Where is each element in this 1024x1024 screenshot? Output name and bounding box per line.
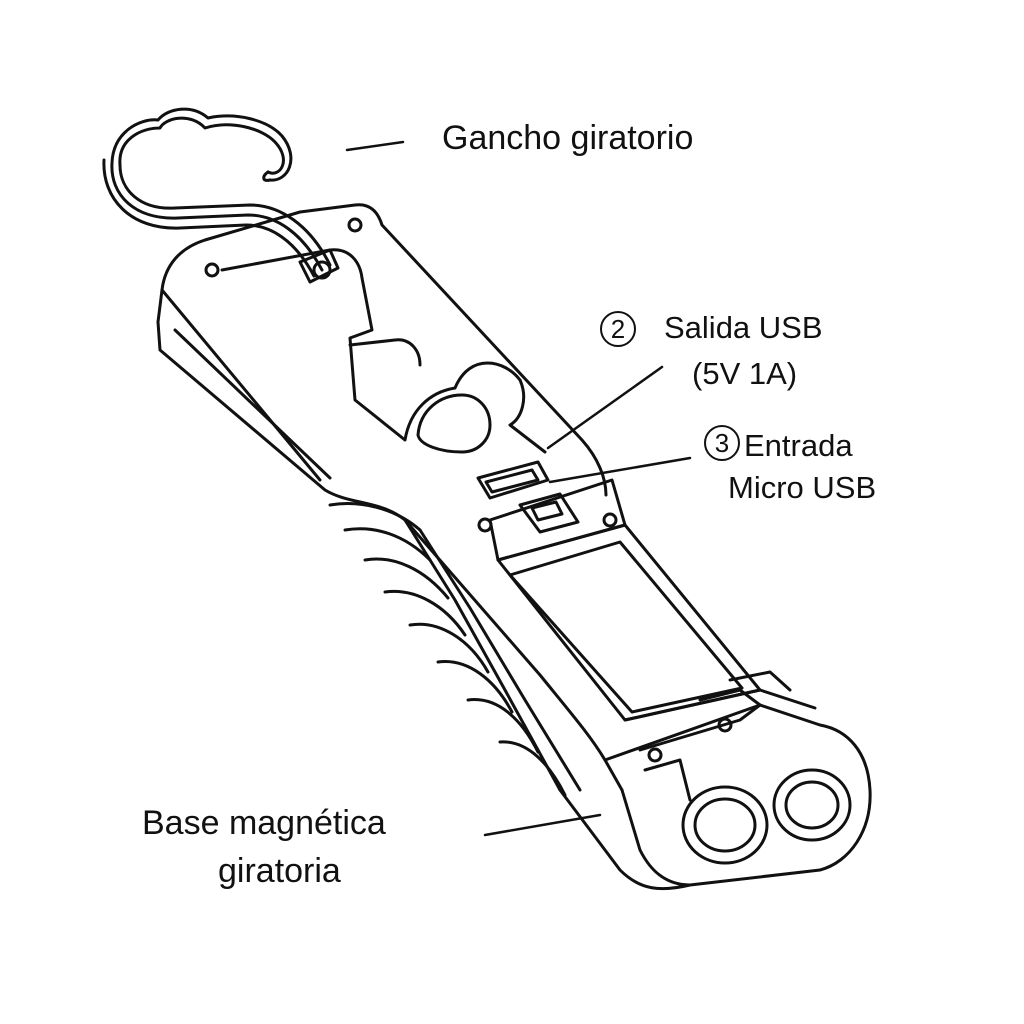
label-usb-output-spec: (5V 1A) bbox=[692, 356, 798, 391]
label-usb-output: Salida USB bbox=[664, 310, 823, 345]
label-magnetic-base-2: giratoria bbox=[218, 852, 341, 890]
base-leader bbox=[483, 813, 602, 837]
hook-leader bbox=[345, 140, 405, 152]
callout-number-3: 3 bbox=[704, 425, 740, 461]
leader-lines bbox=[345, 140, 692, 837]
swivel-hook bbox=[102, 107, 332, 278]
label-micro-usb-input: Entrada bbox=[744, 428, 853, 463]
label-micro-usb-input-2: Micro USB bbox=[728, 470, 877, 505]
usb-out-leader bbox=[546, 365, 664, 450]
light-body bbox=[156, 203, 872, 891]
label-swivel-hook: Gancho giratorio bbox=[442, 119, 694, 157]
usb-in-leader bbox=[548, 456, 692, 484]
callout-number-2: 2 bbox=[600, 311, 636, 347]
label-magnetic-base: Base magnética bbox=[142, 804, 386, 842]
